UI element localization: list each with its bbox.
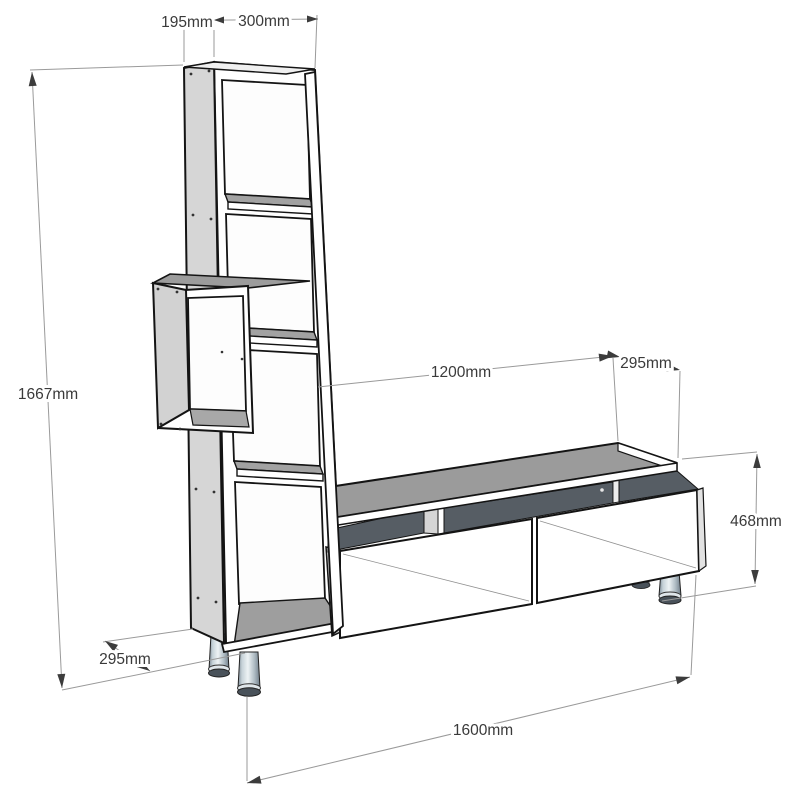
arrow-width-right (675, 676, 690, 685)
recess-screw-dot (600, 488, 604, 492)
tv-cabinet (325, 441, 707, 640)
label-top-shelf-depth: 295mm (620, 355, 672, 372)
ext-shelf-length-right (612, 357, 619, 442)
arrow-cab-height-top (753, 454, 761, 468)
ext-base-depth (102, 628, 194, 643)
drawer-right (536, 488, 701, 605)
tower-front-leg (237, 651, 261, 689)
arrow-base-depth-a (105, 641, 118, 652)
ext-height-bottom (61, 652, 246, 691)
tower-opening-4 (234, 481, 326, 605)
drawer-left-reflection (342, 553, 530, 602)
dim-line-shelf-length (317, 355, 614, 388)
tower-back-leg-foot (208, 668, 230, 678)
cabinet-right-edge (696, 487, 707, 573)
ext-height-top (29, 64, 184, 71)
cabinet-top-shelf (327, 441, 678, 527)
tower-legs (208, 633, 261, 697)
dim-line-width (246, 676, 691, 784)
ext-top-3 (314, 14, 318, 69)
ext-width-right (690, 574, 697, 676)
dimension-arrows (28, 15, 761, 784)
arrow-width-left (247, 775, 262, 784)
side-box-shelf (150, 273, 311, 435)
label-cabinet-height: 468mm (730, 513, 782, 530)
tower-top-face (183, 61, 316, 75)
arrow-height-top (28, 72, 37, 87)
arrow-top-right (307, 15, 318, 23)
box-screw-dots (156, 287, 244, 431)
label-base-depth: 295mm (99, 651, 151, 668)
arrow-height-bottom (57, 673, 66, 688)
arrow-top-mid-b (214, 16, 224, 24)
dim-line-height (31, 71, 63, 689)
tower-shelf-3 (232, 460, 325, 482)
tower-opening-1 (221, 79, 311, 200)
arrow-shelf-depth-b (666, 363, 680, 372)
shelf-tower (182, 60, 345, 697)
label-tower-height: 1667mm (18, 386, 78, 403)
label-tower-width: 300mm (238, 13, 290, 30)
arrow-top-mid-a (204, 16, 214, 24)
label-tower-depth: 195mm (161, 14, 213, 31)
ext-shelf-depth-right (677, 370, 681, 459)
box-floor (189, 408, 250, 428)
tower-screw-dots (189, 69, 218, 604)
arrow-cab-height-bottom (751, 570, 759, 584)
label-total-width: 1600mm (453, 722, 513, 739)
arrow-shelf-depth-a (606, 350, 620, 359)
tower-right-panel (304, 70, 344, 636)
label-top-shelf-length: 1200mm (431, 364, 491, 381)
box-top-face (150, 273, 311, 289)
recess-divider-1-front (437, 507, 445, 535)
box-opening (187, 295, 247, 412)
dimension-labels: 195mm 300mm 1667mm 1200mm 295mm 468mm 29… (15, 10, 785, 742)
dim-line-cab-height (754, 453, 758, 585)
ext-cab-height-bottom (661, 585, 757, 602)
tower-front-leg-foot (237, 687, 261, 697)
drawer-right-reflection (539, 520, 697, 569)
box-left-side-panel (151, 281, 191, 430)
arrow-base-depth-b (137, 660, 150, 671)
ext-cab-height-top (681, 451, 758, 460)
